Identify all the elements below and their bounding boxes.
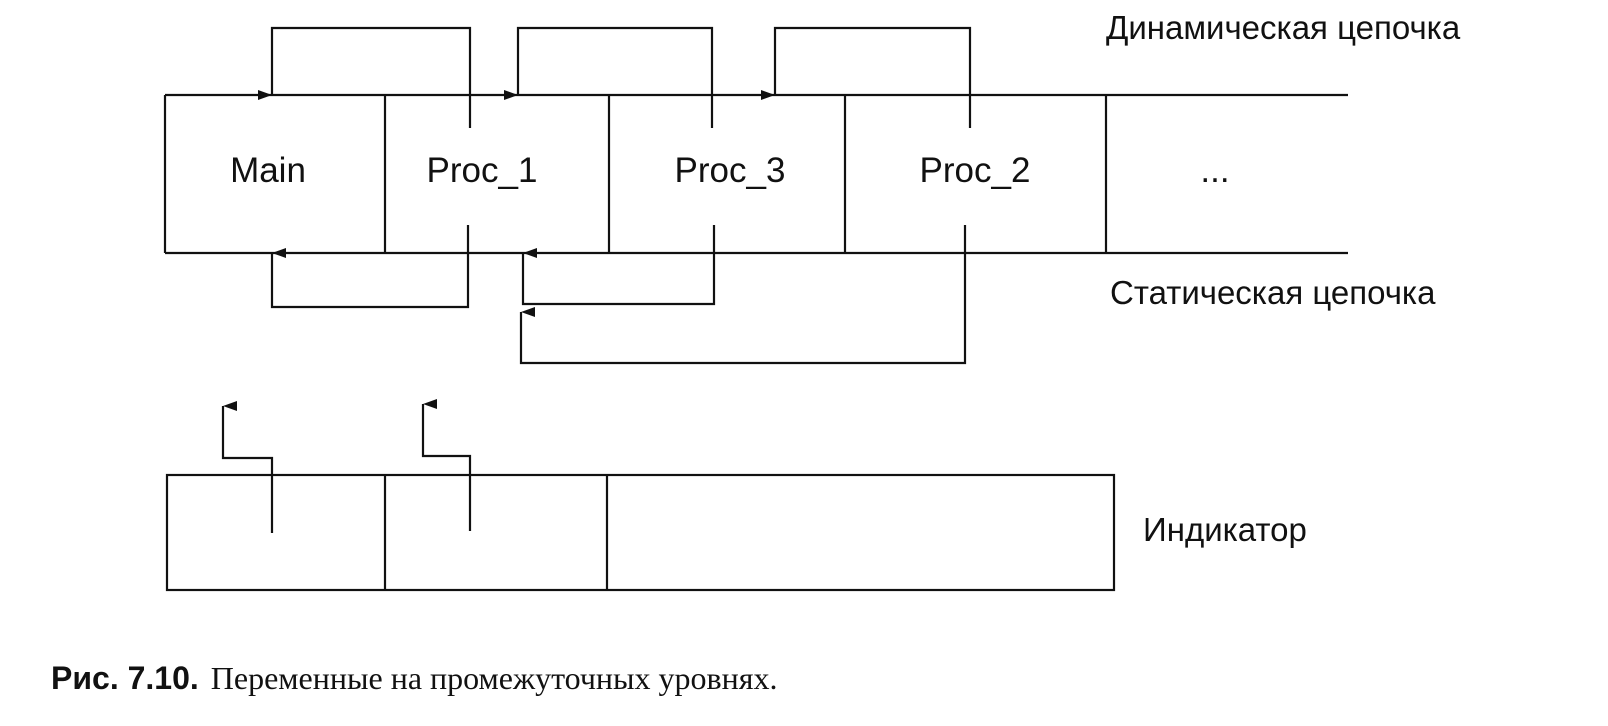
indicator-pointer-arrow <box>421 399 472 531</box>
static-link-arrow <box>270 225 470 309</box>
dynamic-link-arrow <box>258 26 472 128</box>
dynamic-chain-arrows <box>258 26 972 128</box>
static-chain-label: Статическая цепочка <box>1110 274 1436 311</box>
stack-cell-ellipsis: ... <box>1200 151 1229 190</box>
indicator-pointer-arrow <box>221 401 274 533</box>
indicator-frame <box>165 473 1116 592</box>
indicator-label: Индикатор <box>1143 511 1307 548</box>
dynamic-chain-label: Динамическая цепочка <box>1106 9 1461 46</box>
figure-caption: Рис. 7.10. Переменные на промежуточных ур… <box>51 660 778 696</box>
activation-stack: Main Proc_1 Proc_3 Proc_2 ... <box>163 93 1348 255</box>
static-chain-arrows <box>270 225 967 365</box>
figure-number: Рис. 7.10. <box>51 660 199 696</box>
stack-cell-proc-2: Proc_2 <box>920 151 1031 190</box>
figure-title: Переменные на промежуточных уровнях. <box>211 660 778 696</box>
dynamic-link-arrow <box>761 26 972 128</box>
static-link-arrow <box>521 225 716 306</box>
indicator-table <box>165 399 1116 592</box>
stack-cell-main: Main <box>230 151 306 190</box>
static-link-arrow <box>519 225 967 365</box>
dynamic-link-arrow <box>504 26 714 128</box>
stack-cell-proc-1: Proc_1 <box>427 151 538 190</box>
stack-cell-proc-3: Proc_3 <box>675 151 786 190</box>
